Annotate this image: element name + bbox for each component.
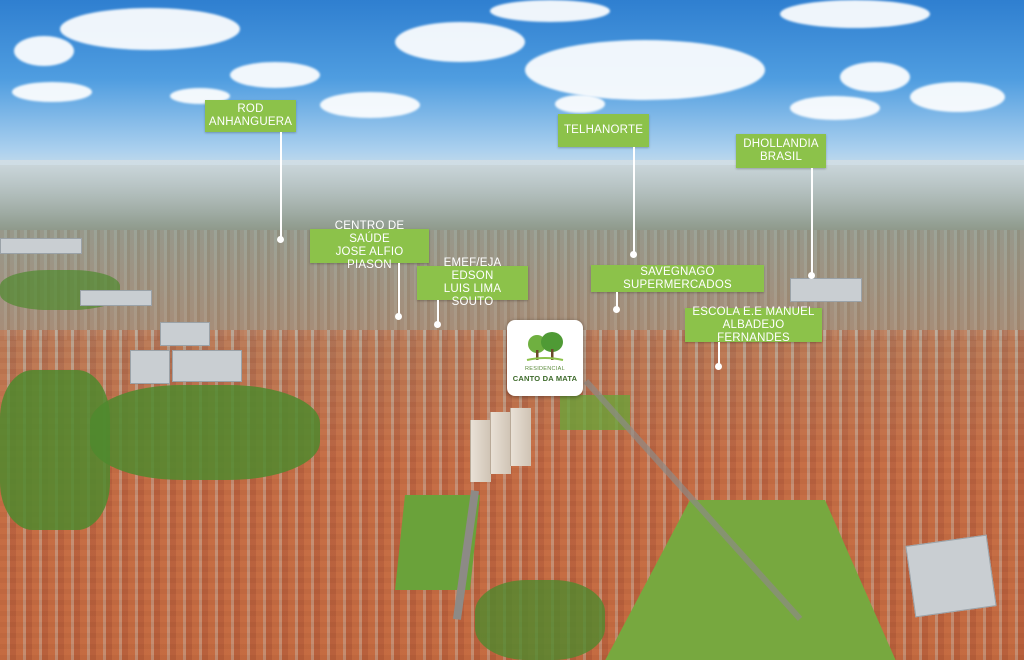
poi-line — [398, 263, 400, 315]
cloud — [60, 8, 240, 50]
tree-area — [475, 580, 605, 660]
residential-tower — [510, 408, 531, 466]
poi-label: TELHANORTE — [558, 114, 649, 147]
cloud — [840, 62, 910, 92]
warehouse — [172, 350, 242, 382]
poi-label: SAVEGNAGO SUPERMERCADOS — [591, 265, 764, 292]
trees-icon — [526, 332, 564, 361]
cloud — [14, 36, 74, 66]
poi-label: EMEF/EJA EDSON LUIS LIMA SOUTO — [417, 257, 528, 308]
poi-label: ESCOLA E.E MANUEL ALBADEJO FERNANDES — [685, 305, 822, 344]
logo-small-text: RESIDENCIAL — [525, 366, 565, 372]
cloud — [320, 92, 420, 118]
poi-dot — [808, 272, 815, 279]
poi-dot — [715, 363, 722, 370]
poi-dot — [613, 306, 620, 313]
warehouse — [905, 534, 997, 618]
poi-label-line: JOSE ALFIO PIASON — [335, 246, 404, 271]
grass-field — [560, 395, 630, 430]
warehouse — [790, 278, 862, 302]
poi-label-line: CENTRO DE SAÚDE — [334, 220, 405, 245]
warehouse — [0, 238, 82, 254]
cloud — [780, 0, 930, 28]
poi-line — [437, 300, 439, 323]
poi-line — [616, 292, 618, 308]
poi-line — [718, 342, 720, 366]
residential-tower — [470, 420, 491, 482]
warehouse — [160, 322, 210, 346]
poi-label-line: SAVEGNAGO SUPERMERCADOS — [623, 265, 732, 291]
cloud — [910, 82, 1005, 112]
poi-label-line: EMEF/EJA EDSON — [443, 257, 502, 282]
cloud — [490, 0, 610, 22]
cloud — [230, 62, 320, 88]
poi-line — [633, 147, 635, 253]
warehouse — [80, 290, 152, 306]
poi-dot — [434, 321, 441, 328]
cloud — [395, 22, 525, 62]
tree-area — [90, 385, 320, 480]
warehouse — [130, 350, 170, 384]
poi-label-line: TELHANORTE — [563, 124, 644, 136]
poi-label-line: ESCOLA E.E MANUEL — [692, 305, 815, 318]
poi-label-line: ROD — [237, 103, 264, 115]
residencial-logo: RESIDENCIAL CANTO DA MATA — [507, 320, 583, 396]
poi-label-line: BRASIL — [759, 151, 803, 163]
poi-dot — [630, 251, 637, 258]
poi-label: DHOLLANDIA BRASIL — [736, 134, 826, 168]
residential-tower — [490, 412, 511, 474]
logo-name: CANTO DA MATA — [512, 374, 578, 383]
cloud — [12, 82, 92, 102]
poi-label-line: ALBADEJO FERNANDES — [717, 318, 790, 344]
cloud — [525, 40, 765, 100]
poi-line — [280, 132, 282, 238]
poi-label: ROD ANHANGUERA — [205, 100, 296, 132]
poi-label-line: LUIS LIMA SOUTO — [443, 283, 502, 308]
cloud — [555, 95, 605, 113]
cloud — [790, 96, 880, 120]
horizon-haze — [0, 160, 1024, 230]
poi-dot — [395, 313, 402, 320]
poi-label-line: ANHANGUERA — [208, 116, 293, 128]
poi-line — [811, 168, 813, 274]
poi-dot — [277, 236, 284, 243]
poi-label-line: DHOLLANDIA — [743, 138, 819, 150]
poi-label: CENTRO DE SAÚDE JOSE ALFIO PIASON — [310, 220, 429, 271]
